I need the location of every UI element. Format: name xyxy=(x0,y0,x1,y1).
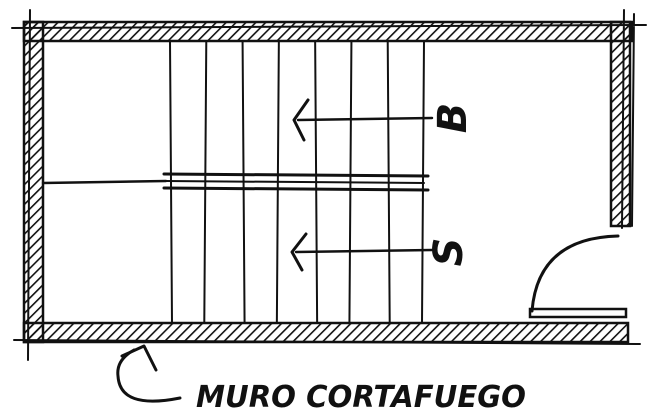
upper-flight-arrow xyxy=(292,98,434,142)
walls xyxy=(11,9,647,361)
wall-note-label: MURO CORTAFUEGO xyxy=(196,380,526,415)
door-leaf xyxy=(528,307,628,319)
stair-tread-line xyxy=(169,40,173,324)
wall-note-leader xyxy=(116,344,182,403)
stair-tread-line xyxy=(241,40,246,324)
bottom-wall xyxy=(22,321,630,344)
stair-treads xyxy=(169,40,425,324)
left-wall xyxy=(22,20,45,344)
stair-tread-line xyxy=(314,40,319,324)
stair-tread-line xyxy=(275,40,280,324)
door xyxy=(528,234,628,319)
lower-flight-arrow xyxy=(290,232,434,272)
door-swing-arc xyxy=(530,234,620,313)
upper-flight-label: B xyxy=(430,103,476,134)
stair-tread-line xyxy=(386,40,391,324)
right-wall xyxy=(609,20,632,228)
stair-tread-line xyxy=(203,40,208,324)
central-wall xyxy=(162,172,430,192)
lower-flight-label: S xyxy=(426,238,472,267)
stair-tread-line xyxy=(348,40,353,324)
stair-tread-line xyxy=(421,40,425,324)
landing-line xyxy=(41,179,168,185)
